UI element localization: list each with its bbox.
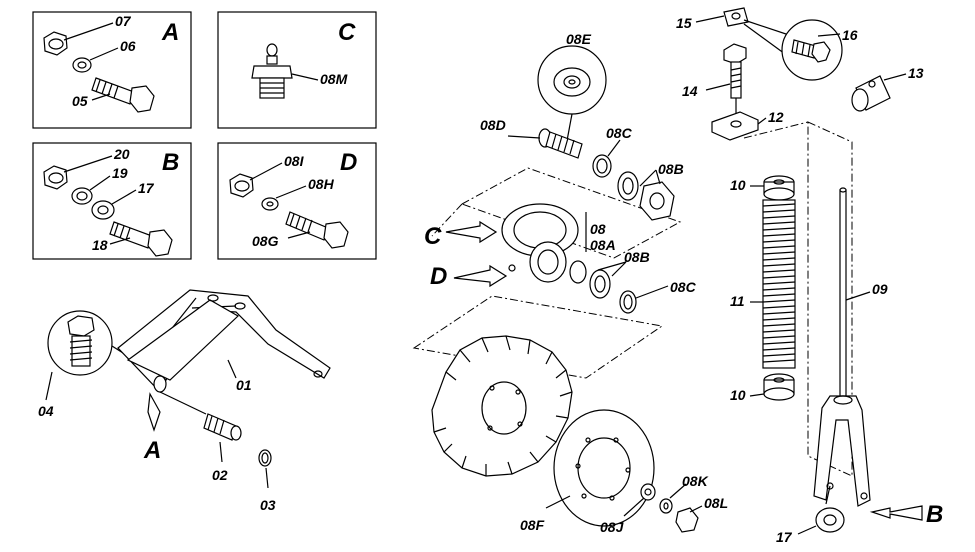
label-07: 07: [115, 13, 132, 29]
bushing-icon: [91, 200, 115, 220]
label-17: 17: [138, 180, 155, 196]
scraper-disc-icon: [553, 409, 655, 527]
hub-assembly: 08E 08D 08C 08B 08 08A 08B 08C 08F 08J 0…: [412, 31, 728, 535]
nut-icon: [675, 507, 699, 533]
washer-icon: [659, 498, 673, 514]
spring-assembly: 15 16 14 12 13 10 11 09 10 17 B: [676, 7, 943, 545]
label-18: 18: [92, 237, 108, 253]
hub-pointer-letter-c: C: [424, 223, 442, 250]
label-09: 09: [872, 281, 888, 297]
label-08B-lower: 08B: [624, 249, 650, 265]
label-08B: 08B: [658, 161, 684, 177]
frame-arm-icon: [117, 289, 331, 394]
box-a-letter: A: [161, 19, 179, 46]
label-12: 12: [768, 109, 784, 125]
spring-pointer-letter-b: B: [926, 501, 943, 528]
label-08J: 08J: [600, 519, 625, 535]
label-06: 06: [120, 38, 136, 54]
spring-cap-icon: [763, 373, 795, 401]
nut-plate-icon: [711, 111, 759, 141]
washer-icon: [72, 57, 92, 73]
seal-icon: [592, 154, 612, 178]
bolt-icon: [723, 43, 747, 99]
detail-box-c: C 08M: [217, 11, 377, 129]
label-16: 16: [842, 27, 858, 43]
pointer-arrow-a: [147, 392, 161, 432]
label-10: 10: [730, 177, 746, 193]
pin-icon: [203, 413, 242, 441]
pointer-arrow-c: [445, 220, 498, 244]
label-08K: 08K: [682, 473, 709, 489]
label-08I: 08I: [284, 153, 305, 169]
grease-nipple-icon: [251, 43, 293, 99]
detail-box-d: D 08I 08H 08G: [217, 142, 377, 260]
hub-pointer-letter-d: D: [430, 263, 447, 290]
nut-icon: [43, 31, 68, 56]
label-19: 19: [112, 165, 128, 181]
spring-cap-icon: [763, 175, 795, 201]
frame-pointer-letter: A: [143, 437, 161, 464]
label-08H: 08H: [308, 176, 335, 192]
label-08C-lower: 08C: [670, 279, 697, 295]
label-08D: 08D: [480, 117, 506, 133]
detail-box-a: A 07 06 05: [32, 11, 192, 129]
nut-icon: [43, 165, 68, 190]
label-20: 20: [113, 146, 130, 162]
circlip-icon: [258, 449, 272, 467]
screw-icon: [791, 39, 831, 63]
serrated-disc-icon: [431, 335, 573, 477]
washer-icon: [261, 197, 279, 211]
label-08F: 08F: [520, 517, 545, 533]
label-08: 08: [590, 221, 606, 237]
detail-box-b: B 20 19 17 18: [32, 142, 192, 260]
rod-icon: [839, 187, 847, 397]
label-04: 04: [38, 403, 54, 419]
clamp-block-icon: [723, 7, 749, 27]
label-10-lower: 10: [730, 387, 746, 403]
label-01: 01: [236, 377, 252, 393]
label-03: 03: [260, 497, 276, 513]
bearing-icon: [617, 171, 639, 201]
pointer-arrow-d: [453, 264, 508, 288]
label-08L: 08L: [704, 495, 728, 511]
washer-icon: [71, 187, 93, 205]
label-11: 11: [730, 293, 745, 309]
label-08A: 08A: [590, 237, 616, 253]
label-13: 13: [908, 65, 924, 81]
bolt-icon: [91, 77, 155, 113]
label-02: 02: [212, 467, 228, 483]
stub-shaft-icon: [538, 128, 583, 159]
label-15: 15: [676, 15, 692, 31]
bolt-icon: [109, 221, 173, 257]
label-14: 14: [682, 83, 698, 99]
label-05: 05: [72, 93, 88, 109]
frame-assembly: 04 01 02 03 A: [38, 289, 331, 513]
box-d-letter: D: [340, 149, 357, 176]
seal-icon: [619, 290, 637, 314]
nut-icon: [639, 181, 675, 221]
box-b-letter: B: [162, 149, 179, 176]
coil-spring-icon: [762, 199, 796, 369]
label-08C: 08C: [606, 125, 633, 141]
box-c-letter: C: [338, 19, 356, 46]
fork-bracket-icon: [813, 395, 871, 507]
spring-bolt-icon: [67, 315, 95, 367]
hub-icon: [501, 203, 579, 283]
pointer-arrow-b: [869, 505, 923, 521]
label-17-lower: 17: [776, 529, 793, 545]
bushing-icon: [815, 507, 845, 533]
bolt-icon: [285, 211, 349, 249]
washer-icon: [640, 483, 656, 501]
label-08M: 08M: [320, 71, 348, 87]
label-08E: 08E: [566, 31, 592, 47]
nut-icon: [229, 173, 254, 198]
label-08G: 08G: [252, 233, 279, 249]
cross-pin-icon: [851, 75, 891, 112]
bushing-detail-icon: [553, 67, 591, 97]
bearing-icon: [569, 260, 611, 299]
